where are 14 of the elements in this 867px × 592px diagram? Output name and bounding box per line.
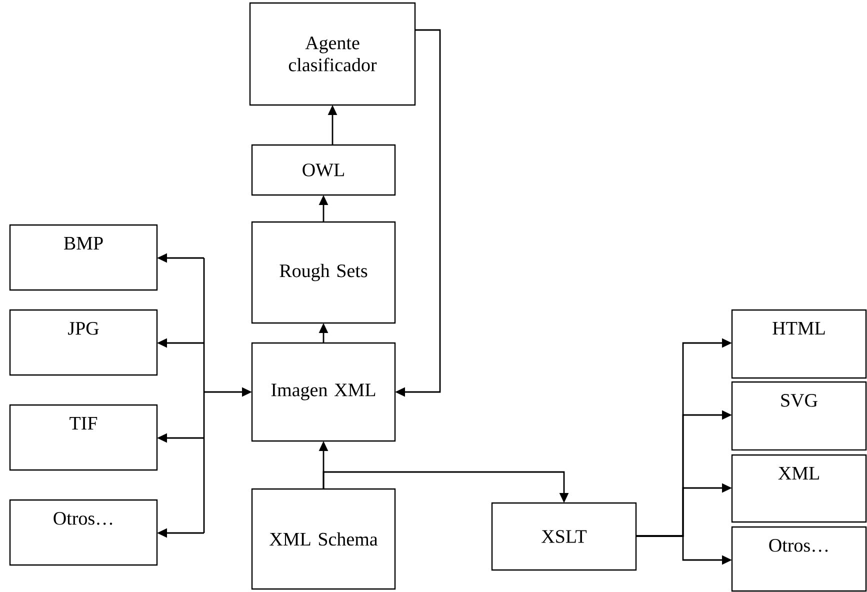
process-box: HTML bbox=[731, 309, 867, 379]
process-box: BMP bbox=[9, 224, 158, 291]
process-box: OWL bbox=[251, 144, 396, 196]
process-box: XML Schema bbox=[251, 488, 396, 590]
process-box: SVG bbox=[731, 381, 867, 451]
process-box: Imagen XML bbox=[251, 342, 396, 442]
process-box: TIF bbox=[9, 404, 158, 471]
process-box: Agente clasificador bbox=[249, 2, 416, 106]
process-box: XML bbox=[731, 454, 867, 523]
process-box: XSLT bbox=[491, 502, 637, 571]
process-box: Otros… bbox=[731, 526, 867, 592]
process-box: Rough Sets bbox=[251, 221, 396, 324]
process-box: JPG bbox=[9, 309, 158, 376]
process-box: Otros… bbox=[9, 499, 158, 566]
